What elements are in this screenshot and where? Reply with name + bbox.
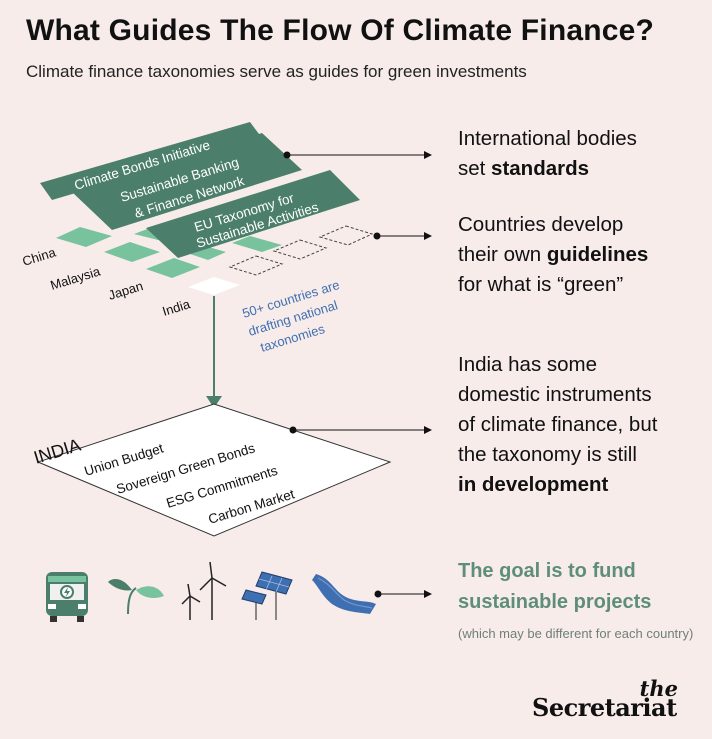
annotation-standards: International bodies set standards [458, 127, 637, 180]
page-subtitle: Climate finance taxonomies serve as guid… [26, 62, 527, 81]
drafting-note: 50+ countries are drafting national taxo… [240, 277, 341, 355]
sprout-icon [108, 579, 164, 615]
country-labels: China Malaysia Japan India [20, 244, 192, 319]
layer-sbfn [72, 133, 302, 230]
solar-panel-icon [241, 571, 293, 620]
river-icon [312, 574, 376, 614]
annotation-india: India has some domestic instruments of c… [458, 353, 658, 496]
country-tiles [56, 225, 374, 295]
secretariat-logo: the Secretariat [532, 676, 692, 726]
layer-climate-bonds [40, 122, 262, 200]
tile-extra-3 [232, 236, 282, 252]
annotation-goal: The goal is to fund sustainable projects [458, 560, 652, 613]
down-arrowhead [206, 396, 222, 408]
tile-china [56, 227, 112, 247]
tile-draft-3 [228, 255, 284, 276]
logo-the: the [639, 676, 678, 701]
india-detail-panel [36, 403, 392, 537]
page-title: What Guides The Flow Of Climate Finance? [26, 14, 655, 47]
label-china: China [20, 244, 58, 269]
label-malaysia: Malaysia [48, 263, 102, 293]
label-india-small: India [160, 296, 192, 319]
annotation-goal-note: (which may be different for each country… [458, 626, 694, 641]
logo-name: Secretariat [532, 693, 677, 722]
tile-draft-1 [318, 225, 374, 246]
tile-japan [146, 258, 200, 278]
bus-icon [46, 572, 88, 622]
layer-eu-taxonomy [146, 170, 360, 258]
annotation-guidelines: Countries develop their own guidelines f… [458, 213, 649, 296]
label-japan: Japan [106, 278, 144, 303]
wind-turbine-icon [181, 561, 227, 620]
tile-draft-2 [272, 239, 328, 260]
tile-malaysia [104, 242, 160, 262]
tile-india [188, 277, 240, 295]
connectors [283, 151, 432, 598]
